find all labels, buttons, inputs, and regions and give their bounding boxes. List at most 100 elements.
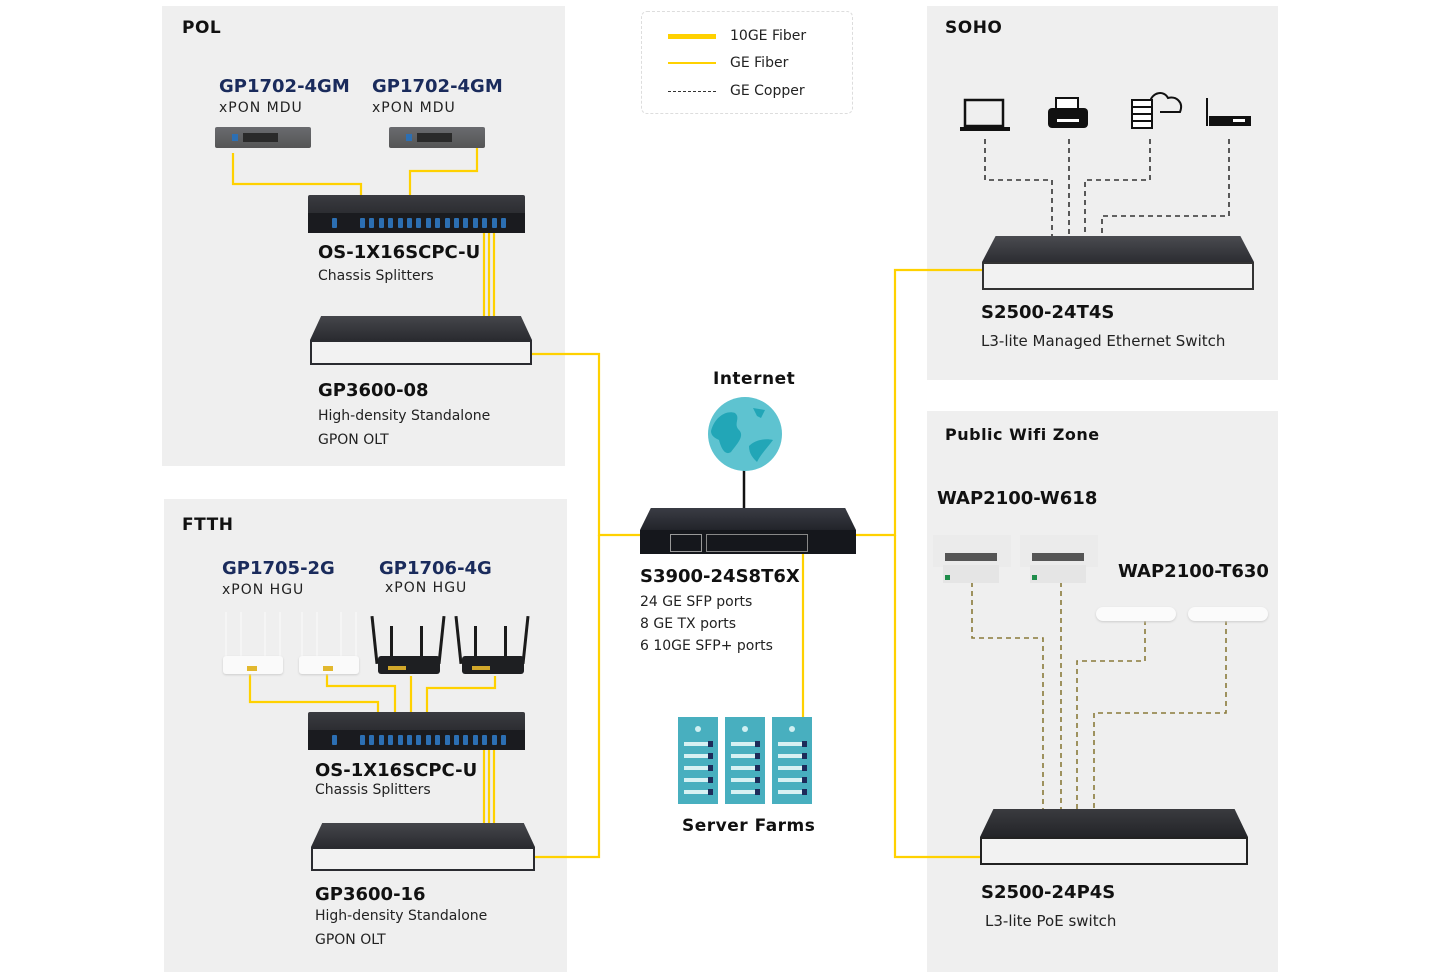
pol-olt-model: GP3600-08 [318, 380, 429, 401]
legend-swatch-thick [668, 33, 716, 39]
server-farm-icon [678, 717, 813, 804]
mdu-device-icon [215, 127, 311, 148]
olt-device-icon [311, 823, 535, 871]
white-router-icon [296, 612, 362, 674]
poe-switch-model: S2500-24P4S [981, 882, 1116, 903]
soho-title: SOHO [945, 18, 1003, 38]
fiber-pol-olt-core [531, 352, 641, 537]
soho-panel [927, 6, 1278, 380]
splitter-port [378, 218, 384, 228]
wifi-wall-ap-model: WAP2100-W618 [937, 488, 1098, 509]
splitter-port [378, 735, 384, 745]
fiber-mdu2-splitter [408, 148, 479, 196]
wall-ap-icon [1020, 535, 1098, 583]
black-router-icon [454, 615, 532, 676]
pol-mdu1-desc: xPON MDU [219, 100, 303, 116]
laptop-icon [960, 98, 1010, 131]
splitter-port [501, 218, 506, 228]
soho-switch-model: S2500-24T4S [981, 302, 1115, 323]
wall-ap-icon [933, 535, 1011, 583]
splitter-port [369, 218, 375, 228]
splitter-port [397, 218, 403, 228]
splitter-port [360, 735, 365, 745]
pol-mdu2-model: GP1702-4GM [372, 76, 503, 97]
ftth-olt-desc2: GPON OLT [315, 932, 386, 948]
splitter-port [416, 218, 422, 228]
legend-swatch-dashed [668, 90, 716, 92]
splitter-port [463, 735, 469, 745]
splitter-port [332, 218, 337, 228]
legend-swatch-thin [668, 62, 716, 64]
soho-switch-icon [982, 236, 1254, 290]
cloud-server-icon [1131, 92, 1182, 129]
legend: 10GE Fiber GE Fiber GE Copper [641, 11, 853, 114]
pol-panel [162, 6, 565, 466]
ceiling-ap-icon [1096, 607, 1176, 621]
printer-icon [1048, 97, 1088, 128]
copper-router [1101, 139, 1230, 236]
splitter-device-icon [308, 195, 525, 233]
splitter-port [416, 735, 422, 745]
core-spec-tx: 8 GE TX ports [640, 616, 737, 632]
olt-device-icon [310, 316, 532, 365]
pol-splitter-model: OS-1X16SCPC-U [318, 242, 481, 263]
ftth-olt-model: GP3600-16 [315, 884, 426, 905]
ftth-hgu2-model: GP1706-4G [379, 558, 492, 579]
splitter-device-icon [308, 712, 525, 750]
poe-switch-icon [980, 809, 1248, 865]
router-icon [1206, 98, 1251, 126]
splitter-port [425, 218, 431, 228]
splitter-port [454, 218, 459, 228]
copper-laptop [984, 139, 1053, 236]
ftth-hgu2-desc: xPON HGU [385, 580, 468, 596]
core-spec-sfpplus: 6 10GE SFP+ ports [640, 638, 773, 654]
core-switch-icon [640, 508, 856, 554]
splitter-port [491, 218, 497, 228]
core-switch-model: S3900-24S8T6X [640, 566, 800, 587]
pol-mdu2-desc: xPON MDU [372, 100, 456, 116]
splitter-port [407, 218, 412, 228]
globe-icon [708, 397, 782, 471]
fiber-ftth-olt-core [533, 535, 601, 859]
core-spec-sfp: 24 GE SFP ports [640, 594, 753, 610]
poe-switch-desc: L3-lite PoE switch [985, 912, 1117, 930]
splitter-port [463, 218, 469, 228]
wifi-title: Public Wifi Zone [945, 425, 1100, 444]
pol-title: POL [182, 18, 222, 38]
black-router-icon [370, 615, 448, 676]
ftth-splitter-desc: Chassis Splitters [315, 782, 431, 798]
legend-item-ge-copper: GE Copper [668, 81, 805, 101]
ceiling-ap-icon [1188, 607, 1268, 621]
poe-ap3 [1076, 620, 1146, 810]
splitter-port [407, 735, 412, 745]
internet-label: Internet [713, 369, 796, 389]
splitter-port [444, 735, 450, 745]
splitter-port [332, 735, 337, 745]
splitter-port [369, 735, 375, 745]
wifi-ceiling-ap-model: WAP2100-T630 [1118, 561, 1269, 582]
legend-item-10ge-fiber: 10GE Fiber [668, 26, 806, 46]
splitter-port [491, 735, 497, 745]
ftth-hgu1-model: GP1705-2G [222, 558, 335, 579]
pol-splitter-desc: Chassis Splitters [318, 268, 434, 284]
legend-item-ge-fiber: GE Fiber [668, 53, 788, 73]
white-router-icon [220, 612, 286, 674]
ftth-title: FTTH [182, 515, 234, 535]
server-farms-label: Server Farms [682, 816, 816, 836]
fiber-hgu1-splitter [248, 673, 380, 714]
splitter-port [472, 735, 478, 745]
splitter-port [425, 735, 431, 745]
splitter-port [435, 218, 441, 228]
splitter-port [444, 218, 450, 228]
fiber-core-soho [856, 268, 982, 537]
copper-cloud-server [1084, 139, 1151, 236]
splitter-port [360, 218, 365, 228]
splitter-port [397, 735, 403, 745]
ftth-hgu1-desc: xPON HGU [222, 582, 305, 598]
pol-olt-desc1: High-density Standalone [318, 408, 491, 424]
splitter-port [501, 735, 506, 745]
fiber-core-wifi [893, 535, 982, 859]
wifi-panel [927, 411, 1278, 972]
splitter-port [482, 735, 488, 745]
